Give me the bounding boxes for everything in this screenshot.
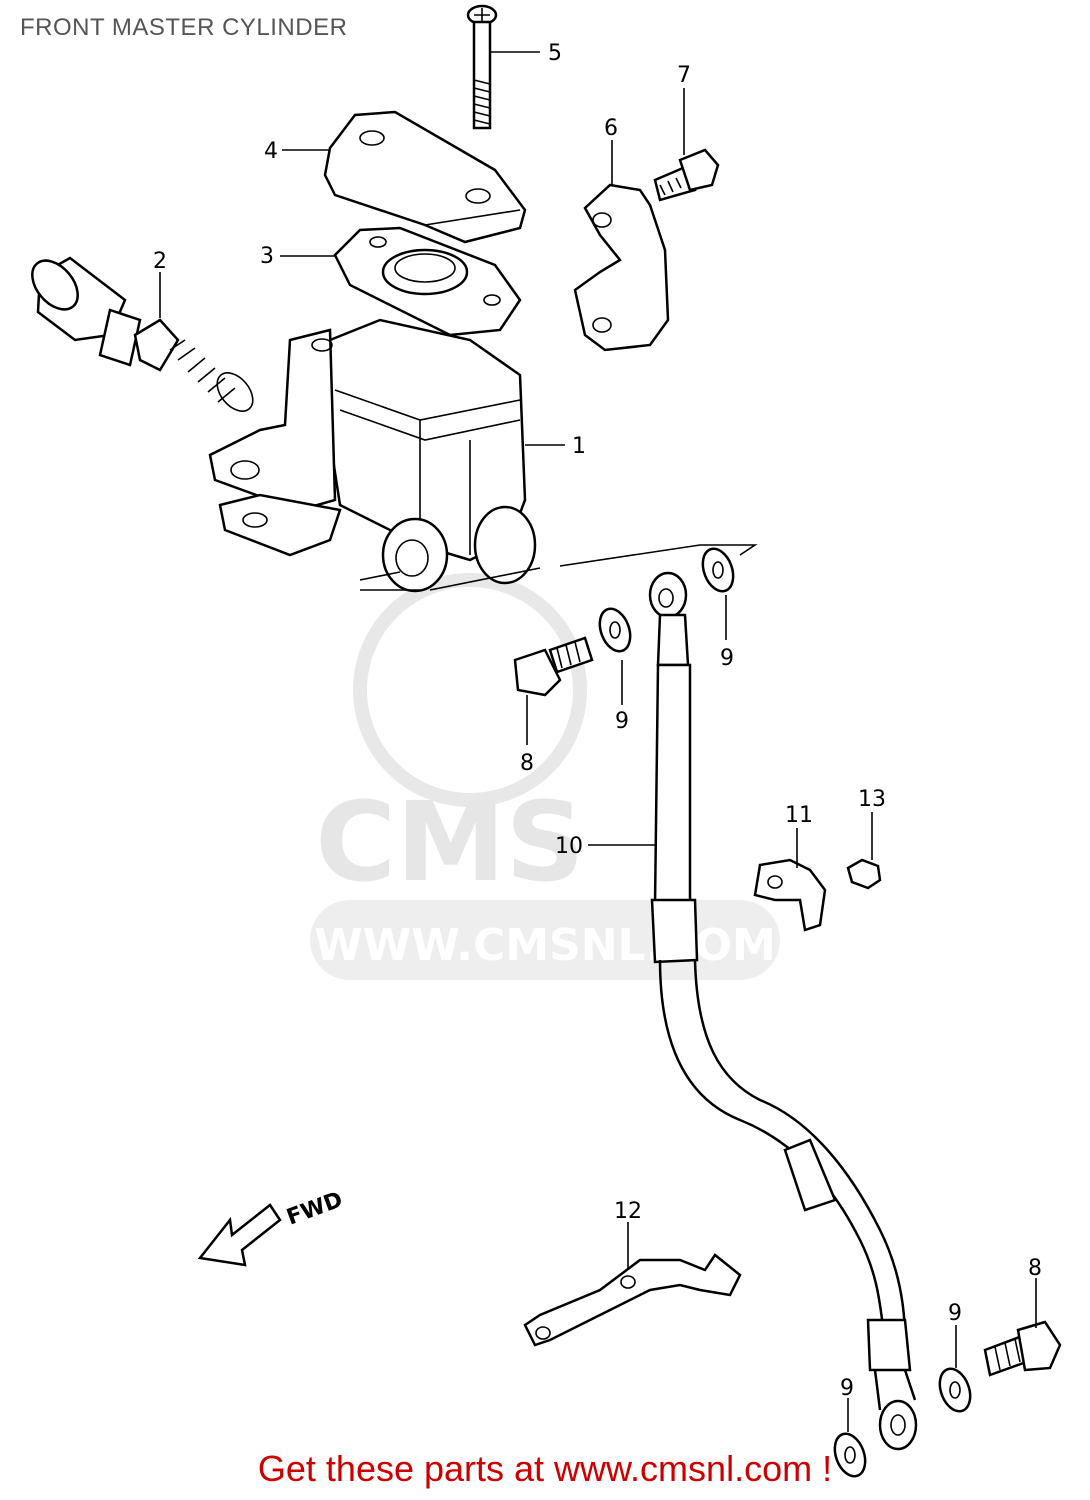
part-8-banjo-bolt-upper[interactable] [513, 636, 594, 697]
part-13-nut[interactable] [846, 858, 882, 890]
callout-6: 6 [604, 116, 618, 141]
callout-5: 5 [548, 41, 562, 66]
callout-12: 12 [614, 1199, 642, 1224]
part-9-washer-b[interactable] [697, 545, 738, 596]
callout-8-upper: 8 [520, 751, 534, 776]
page-title: FRONT MASTER CYLINDER [20, 14, 348, 41]
part-3-diaphragm[interactable] [333, 226, 522, 337]
part-10-brake-hose[interactable] [648, 571, 918, 1451]
callout-10: 10 [555, 834, 583, 859]
part-11-hose-clamp[interactable] [753, 858, 827, 932]
part-8-banjo-bolt-lower[interactable] [983, 1320, 1062, 1377]
callout-1: 1 [572, 434, 586, 459]
fwd-direction-arrow: FWD [197, 1187, 347, 1267]
callout-9-c: 9 [948, 1301, 962, 1326]
callout-7: 7 [677, 63, 691, 88]
part-5-screw[interactable] [466, 4, 498, 130]
part-2-piston-kit[interactable] [23, 252, 260, 418]
callout-13: 13 [858, 787, 886, 812]
part-9-washer-c[interactable] [934, 1365, 975, 1416]
callout-3: 3 [260, 244, 274, 269]
footer-link-text[interactable]: Get these parts at www.cmsnl.com ! [257, 1448, 833, 1489]
callout-9-a: 9 [615, 709, 629, 734]
watermark-cms-text: CMS [315, 778, 584, 906]
part-9-washer-a[interactable] [594, 605, 635, 656]
fwd-label: FWD [284, 1187, 347, 1230]
callout-11: 11 [785, 803, 813, 828]
callout-9-b: 9 [720, 646, 734, 671]
callout-2: 2 [153, 249, 167, 274]
part-12-hose-bracket[interactable] [523, 1253, 742, 1347]
callout-9-d: 9 [840, 1376, 854, 1401]
callout-8-lower: 8 [1028, 1256, 1042, 1281]
watermark-logo: CMS WWW.CMSNL.COM [310, 573, 780, 980]
callout-4: 4 [264, 139, 278, 164]
callout-leader-lines [159, 51, 1037, 1432]
part-9-washer-d[interactable] [829, 1430, 870, 1481]
part-6-handlebar-clamp[interactable] [573, 183, 670, 352]
part-1-master-cylinder-body[interactable] [208, 318, 758, 593]
part-4-reservoir-cap[interactable] [323, 110, 527, 244]
part-7-bolt[interactable] [653, 148, 720, 202]
watermark-url-text: WWW.CMSNL.COM [314, 920, 776, 971]
